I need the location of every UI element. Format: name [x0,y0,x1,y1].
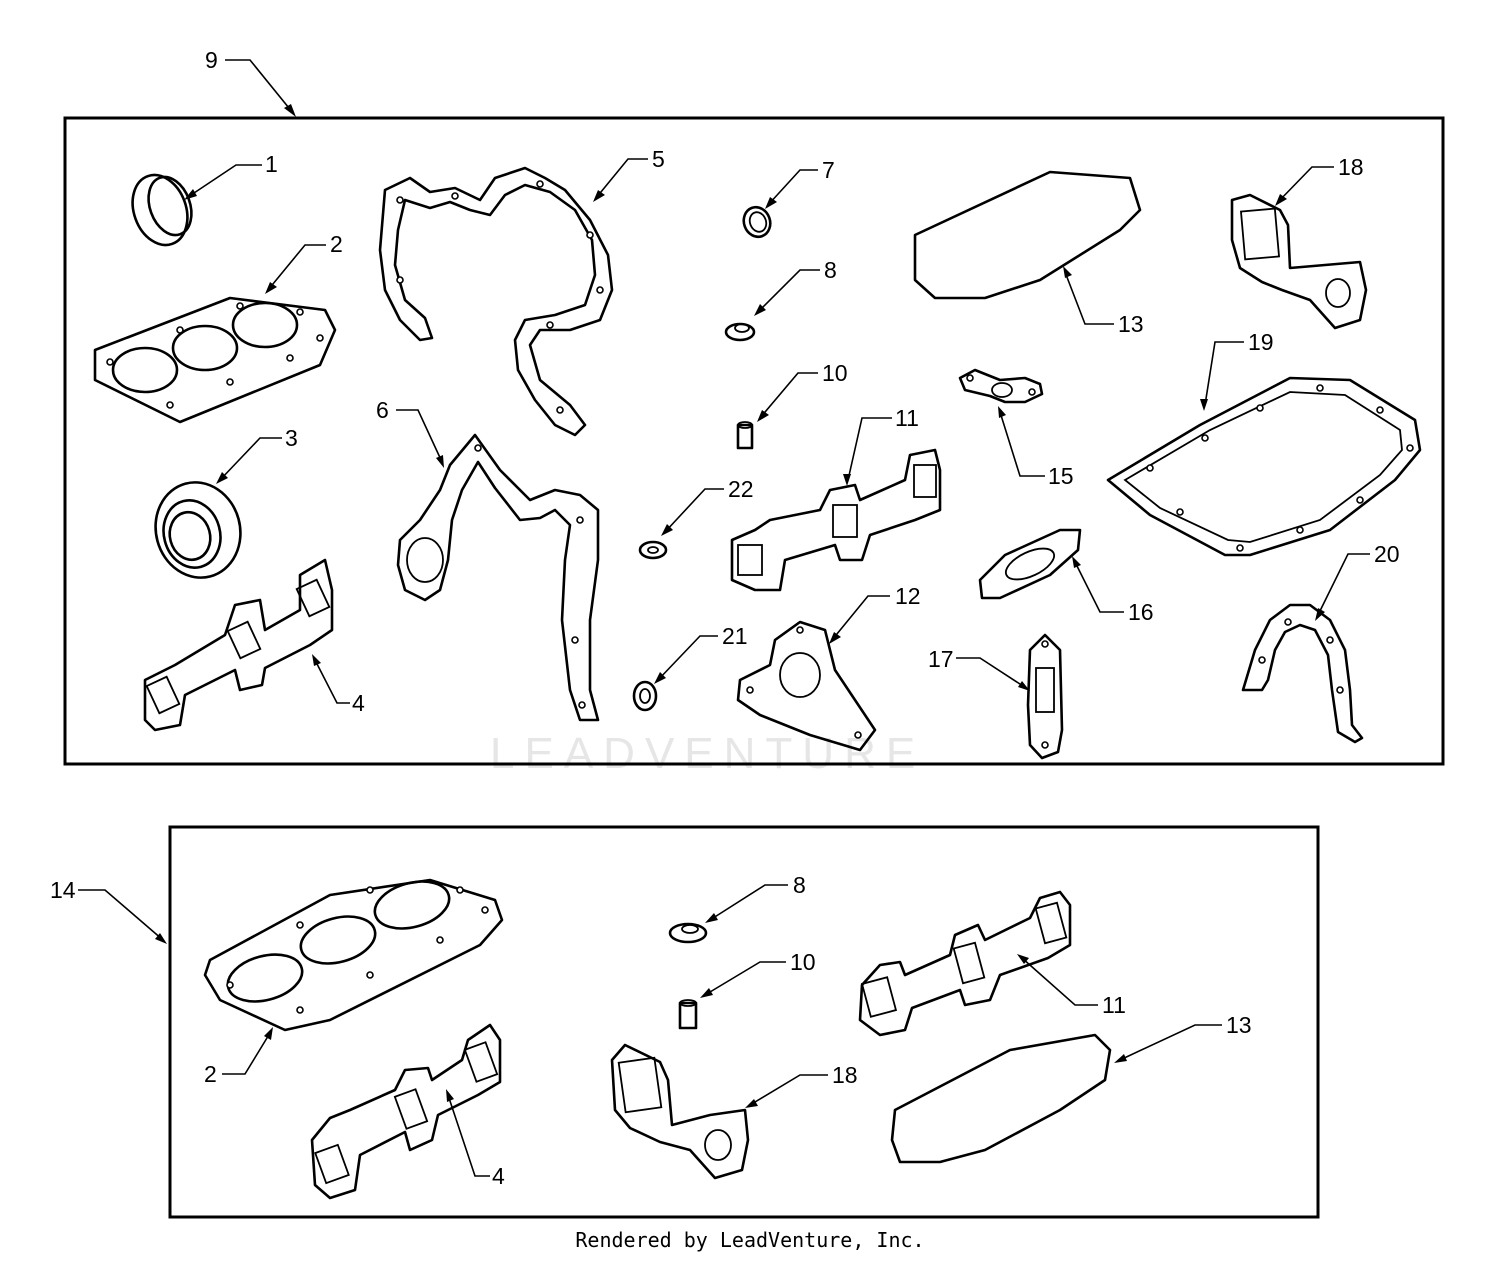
svg-text:13: 13 [1226,1012,1252,1038]
footer-credit: Rendered by LeadVenture, Inc. [575,1228,925,1252]
svg-text:4: 4 [492,1163,505,1189]
callout-kit-9: 9 [205,47,296,117]
callout-10: 10 [757,360,848,422]
part-16-exhaust-gasket [978,528,1082,600]
svg-text:12: 12 [895,583,921,609]
callout-7: 7 [765,157,835,209]
svg-text:13: 13 [1118,311,1144,337]
part-15-flange-gasket [958,368,1044,404]
callout-kit-14: 14 [50,877,167,944]
callout-4-lower: 4 [446,1089,505,1189]
callout-2: 2 [265,231,343,294]
part-2-head-gasket [93,296,337,424]
callout-21: 21 [654,623,748,684]
gasket-kit-diagram: LEADVENTURE 9 1 2 3 [50,47,1445,1219]
callout-4: 4 [312,654,365,716]
part-8-stem-seal [668,922,708,944]
part-11-manifold-gasket [730,448,942,592]
svg-text:18: 18 [832,1062,858,1088]
svg-text:10: 10 [822,360,848,386]
part-8-stem-seal [724,322,756,342]
part-21-washer [632,680,658,712]
svg-text:18: 18 [1338,154,1364,180]
svg-text:11: 11 [1102,992,1126,1018]
svg-text:2: 2 [330,231,343,257]
part-10-valve-seal [736,421,754,450]
part-19-oil-pan-gasket [1106,376,1422,557]
part-4-manifold-gasket [310,1023,502,1200]
callout-18: 18 [1275,154,1364,206]
callout-19: 19 [1200,329,1274,411]
callout-8: 8 [754,257,837,316]
callout-17: 17 [928,646,1030,691]
callout-8-lower: 8 [705,872,806,923]
callout-13-lower: 13 [1114,1012,1252,1063]
callout-12: 12 [829,583,921,644]
callout-20: 20 [1315,541,1400,621]
part-20-rear-seal-gasket [1241,603,1364,744]
callout-1: 1 [184,151,278,200]
part-11-manifold-gasket [858,890,1072,1037]
kit-9-frame [63,116,1445,766]
svg-text:16: 16 [1128,599,1154,625]
svg-text:21: 21 [722,623,748,649]
part-1-seal [131,173,193,247]
callout-22: 22 [661,476,754,536]
svg-text:17: 17 [928,646,954,672]
callout-18-lower: 18 [745,1062,858,1108]
svg-text:7: 7 [822,157,835,183]
svg-text:14: 14 [50,877,76,903]
part-4-manifold-gasket [143,558,334,732]
callout-13: 13 [1063,266,1144,337]
svg-text:2: 2 [204,1061,217,1087]
svg-text:20: 20 [1374,541,1400,567]
callout-11-lower: 11 [1017,954,1126,1018]
part-13-cover-gasket [890,1033,1112,1164]
watermark: LEADVENTURE [490,729,925,778]
part-13-cover-gasket [913,170,1142,300]
svg-text:22: 22 [728,476,754,502]
part-18-thermostat-gasket [610,1043,750,1180]
callout-10-lower: 10 [700,949,816,998]
callout-2-lower: 2 [204,1027,273,1087]
svg-text:9: 9 [205,47,218,73]
callout-6: 6 [376,397,444,468]
svg-text:5: 5 [652,146,665,172]
part-5-timing-cover-gasket [378,166,614,437]
callout-11: 11 [843,405,919,486]
callout-16: 16 [1072,556,1154,625]
callout-5: 5 [593,146,665,202]
svg-text:6: 6 [376,397,389,423]
part-22-washer [638,540,668,560]
part-3-oil-seal [154,481,242,579]
svg-text:10: 10 [790,949,816,975]
svg-text:19: 19 [1248,329,1274,355]
svg-text:1: 1 [265,151,278,177]
part-6-front-plate-gasket [396,433,600,722]
part-17-port-gasket [1026,633,1064,760]
callout-15: 15 [998,406,1074,489]
svg-text:4: 4 [352,690,365,716]
callout-3: 3 [216,425,298,484]
svg-text:11: 11 [895,405,919,431]
svg-text:8: 8 [793,872,806,898]
part-12-pump-gasket [736,620,877,752]
kit-14-frame [168,825,1320,1219]
part-7-o-ring [742,205,772,239]
part-18-thermostat-gasket [1230,193,1368,330]
svg-text:8: 8 [824,257,837,283]
part-10-valve-seal [678,999,698,1030]
svg-text:3: 3 [285,425,298,451]
svg-text:15: 15 [1048,463,1074,489]
part-2-head-gasket [203,878,504,1032]
